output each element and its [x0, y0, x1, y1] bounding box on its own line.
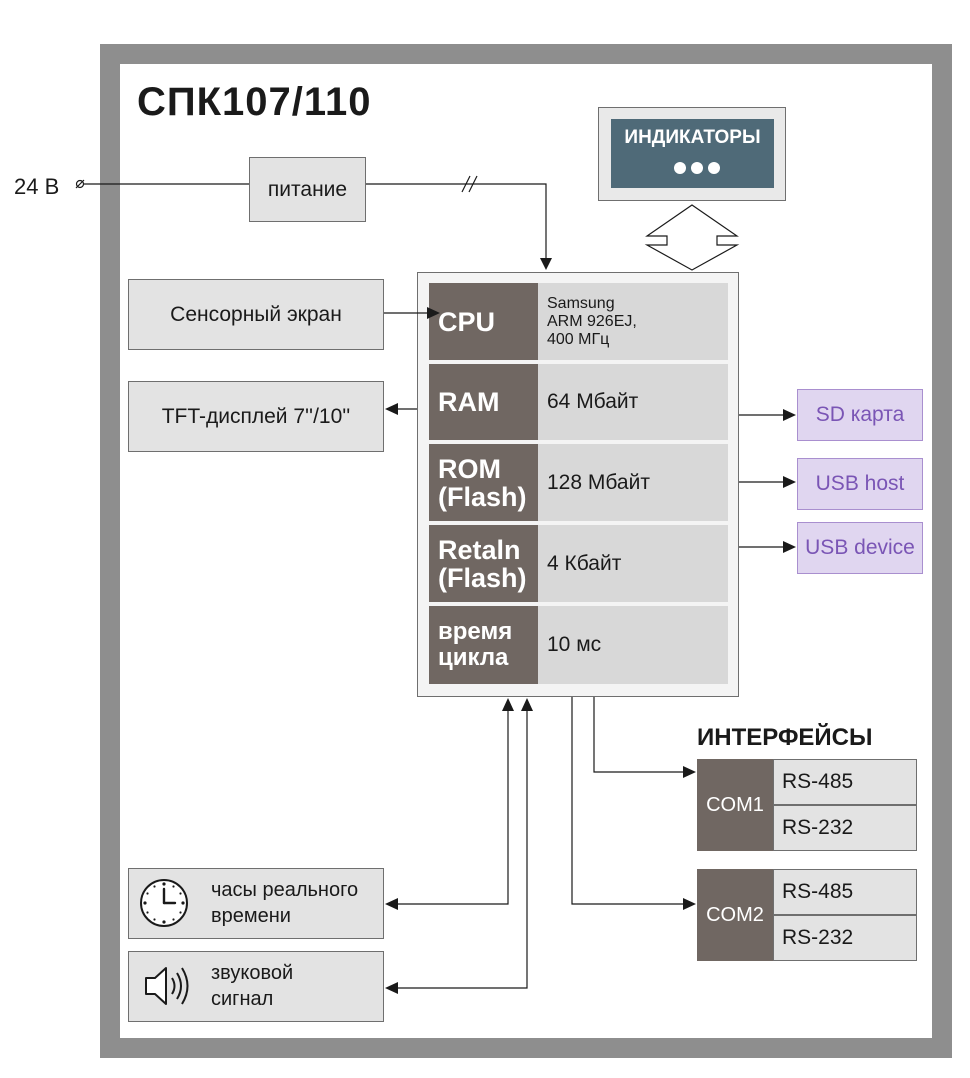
cpu-label: CPU: [429, 283, 538, 360]
cpu-value: Samsung ARM 926EJ, 400 МГц: [538, 283, 728, 360]
indicators-double-arrow: [644, 204, 740, 271]
retain-label-line: Retaln: [438, 534, 521, 565]
arrowhead: [385, 898, 398, 910]
arrowhead: [427, 307, 440, 319]
sd-card-label: SD карта: [815, 403, 905, 426]
clock-icon: [138, 877, 190, 929]
indicator-dot: [674, 162, 686, 174]
cpu-value-line: Samsung: [547, 294, 615, 312]
arrowhead: [783, 409, 796, 421]
power-terminal: [75, 179, 85, 189]
ram-value-text: 64 Мбайт: [547, 390, 639, 413]
ram-value: 64 Мбайт: [538, 364, 728, 440]
com1-rs485: RS-485: [773, 759, 917, 805]
cycle-label-line: время: [438, 618, 513, 645]
ram-label: RAM: [429, 364, 538, 440]
retain-value: 4 Кбайт: [538, 525, 728, 602]
cpu-value-line: ARM 926EJ,: [547, 312, 637, 330]
indicators-label: ИНДИКАТОРЫ: [624, 127, 761, 148]
cpu-value-line: 400 МГц: [547, 330, 610, 348]
sound-label-line: звуковой: [211, 962, 294, 984]
sound-block: [128, 951, 384, 1022]
usb-host-label: USB host: [815, 472, 905, 495]
indicators-screen: [611, 119, 774, 188]
clock-label-line: времени: [211, 905, 291, 927]
touchscreen-block: Сенсорный экран: [128, 279, 384, 350]
arrowhead: [502, 698, 514, 711]
arrowhead: [783, 476, 796, 488]
sound-to-core-line: [398, 711, 528, 989]
retain-value-text: 4 Кбайт: [547, 551, 622, 575]
rom-label-line: ROM: [438, 453, 501, 484]
arrowhead: [385, 982, 398, 994]
speaker-icon: [140, 960, 196, 1012]
rom-value: 128 Мбайт: [538, 444, 728, 521]
cycle-value-text: 10 мс: [547, 633, 602, 656]
clock-to-core-line: [398, 711, 509, 905]
core-to-com1-line: [593, 697, 683, 773]
retain-label: Retaln (Flash): [429, 525, 538, 602]
cpu-label-text: CPU: [438, 306, 496, 337]
com2-rs232-label: RS-232: [782, 926, 854, 949]
power-input-label: 24 В: [14, 174, 60, 199]
touchscreen-label: Сенсорный экран: [170, 302, 342, 326]
retain-label-line: (Flash): [438, 562, 527, 593]
indicator-dot: [691, 162, 703, 174]
rom-label-line: (Flash): [438, 481, 527, 512]
diagram-title: СПК107/110: [137, 80, 372, 124]
power-block: питание: [249, 157, 366, 222]
com1-rs485-label: RS-485: [782, 770, 854, 793]
cycle-label-line: цикла: [438, 644, 509, 671]
clock-label: часы реального времени: [211, 877, 358, 929]
com1-rs232: RS-232: [773, 805, 917, 851]
arrowhead: [385, 403, 398, 415]
com1-block: COM1: [697, 759, 773, 851]
cycle-value: 10 мс: [538, 606, 728, 684]
sound-label-line: сигнал: [211, 988, 274, 1010]
arrowhead: [783, 541, 796, 553]
com1-rs232-label: RS-232: [782, 816, 854, 839]
core-to-com2-line: [571, 697, 683, 905]
usb-device-label: USB device: [805, 536, 915, 559]
display-block: TFT-дисплей 7''/10'': [128, 381, 384, 452]
interfaces-title: ИНТЕРФЕЙСЫ: [697, 724, 873, 751]
arrowhead: [683, 898, 696, 910]
com2-block: COM2: [697, 869, 773, 961]
rom-value-text: 128 Мбайт: [547, 470, 650, 494]
usb-host-block: USB host: [797, 458, 923, 510]
rom-label: ROM (Flash): [429, 444, 538, 521]
indicator-dot: [708, 162, 720, 174]
arrowhead: [540, 258, 552, 270]
arrowhead: [683, 766, 696, 778]
sd-card-block: SD карта: [797, 389, 923, 441]
power-to-core-line: [366, 183, 547, 258]
sound-label: звуковой сигнал: [211, 960, 293, 1012]
cycle-label: время цикла: [429, 606, 538, 684]
com2-rs485: RS-485: [773, 869, 917, 915]
clock-label-line: часы реального: [211, 879, 359, 901]
com1-label: COM1: [706, 793, 764, 816]
ram-label-text: RAM: [438, 387, 500, 417]
display-label: TFT-дисплей 7''/10'': [161, 404, 351, 428]
arrowhead: [521, 698, 533, 711]
usb-device-block: USB device: [797, 522, 923, 574]
com2-rs232: RS-232: [773, 915, 917, 961]
com2-rs485-label: RS-485: [782, 880, 854, 903]
power-block-label: питание: [267, 177, 348, 201]
com2-label: COM2: [706, 903, 764, 926]
